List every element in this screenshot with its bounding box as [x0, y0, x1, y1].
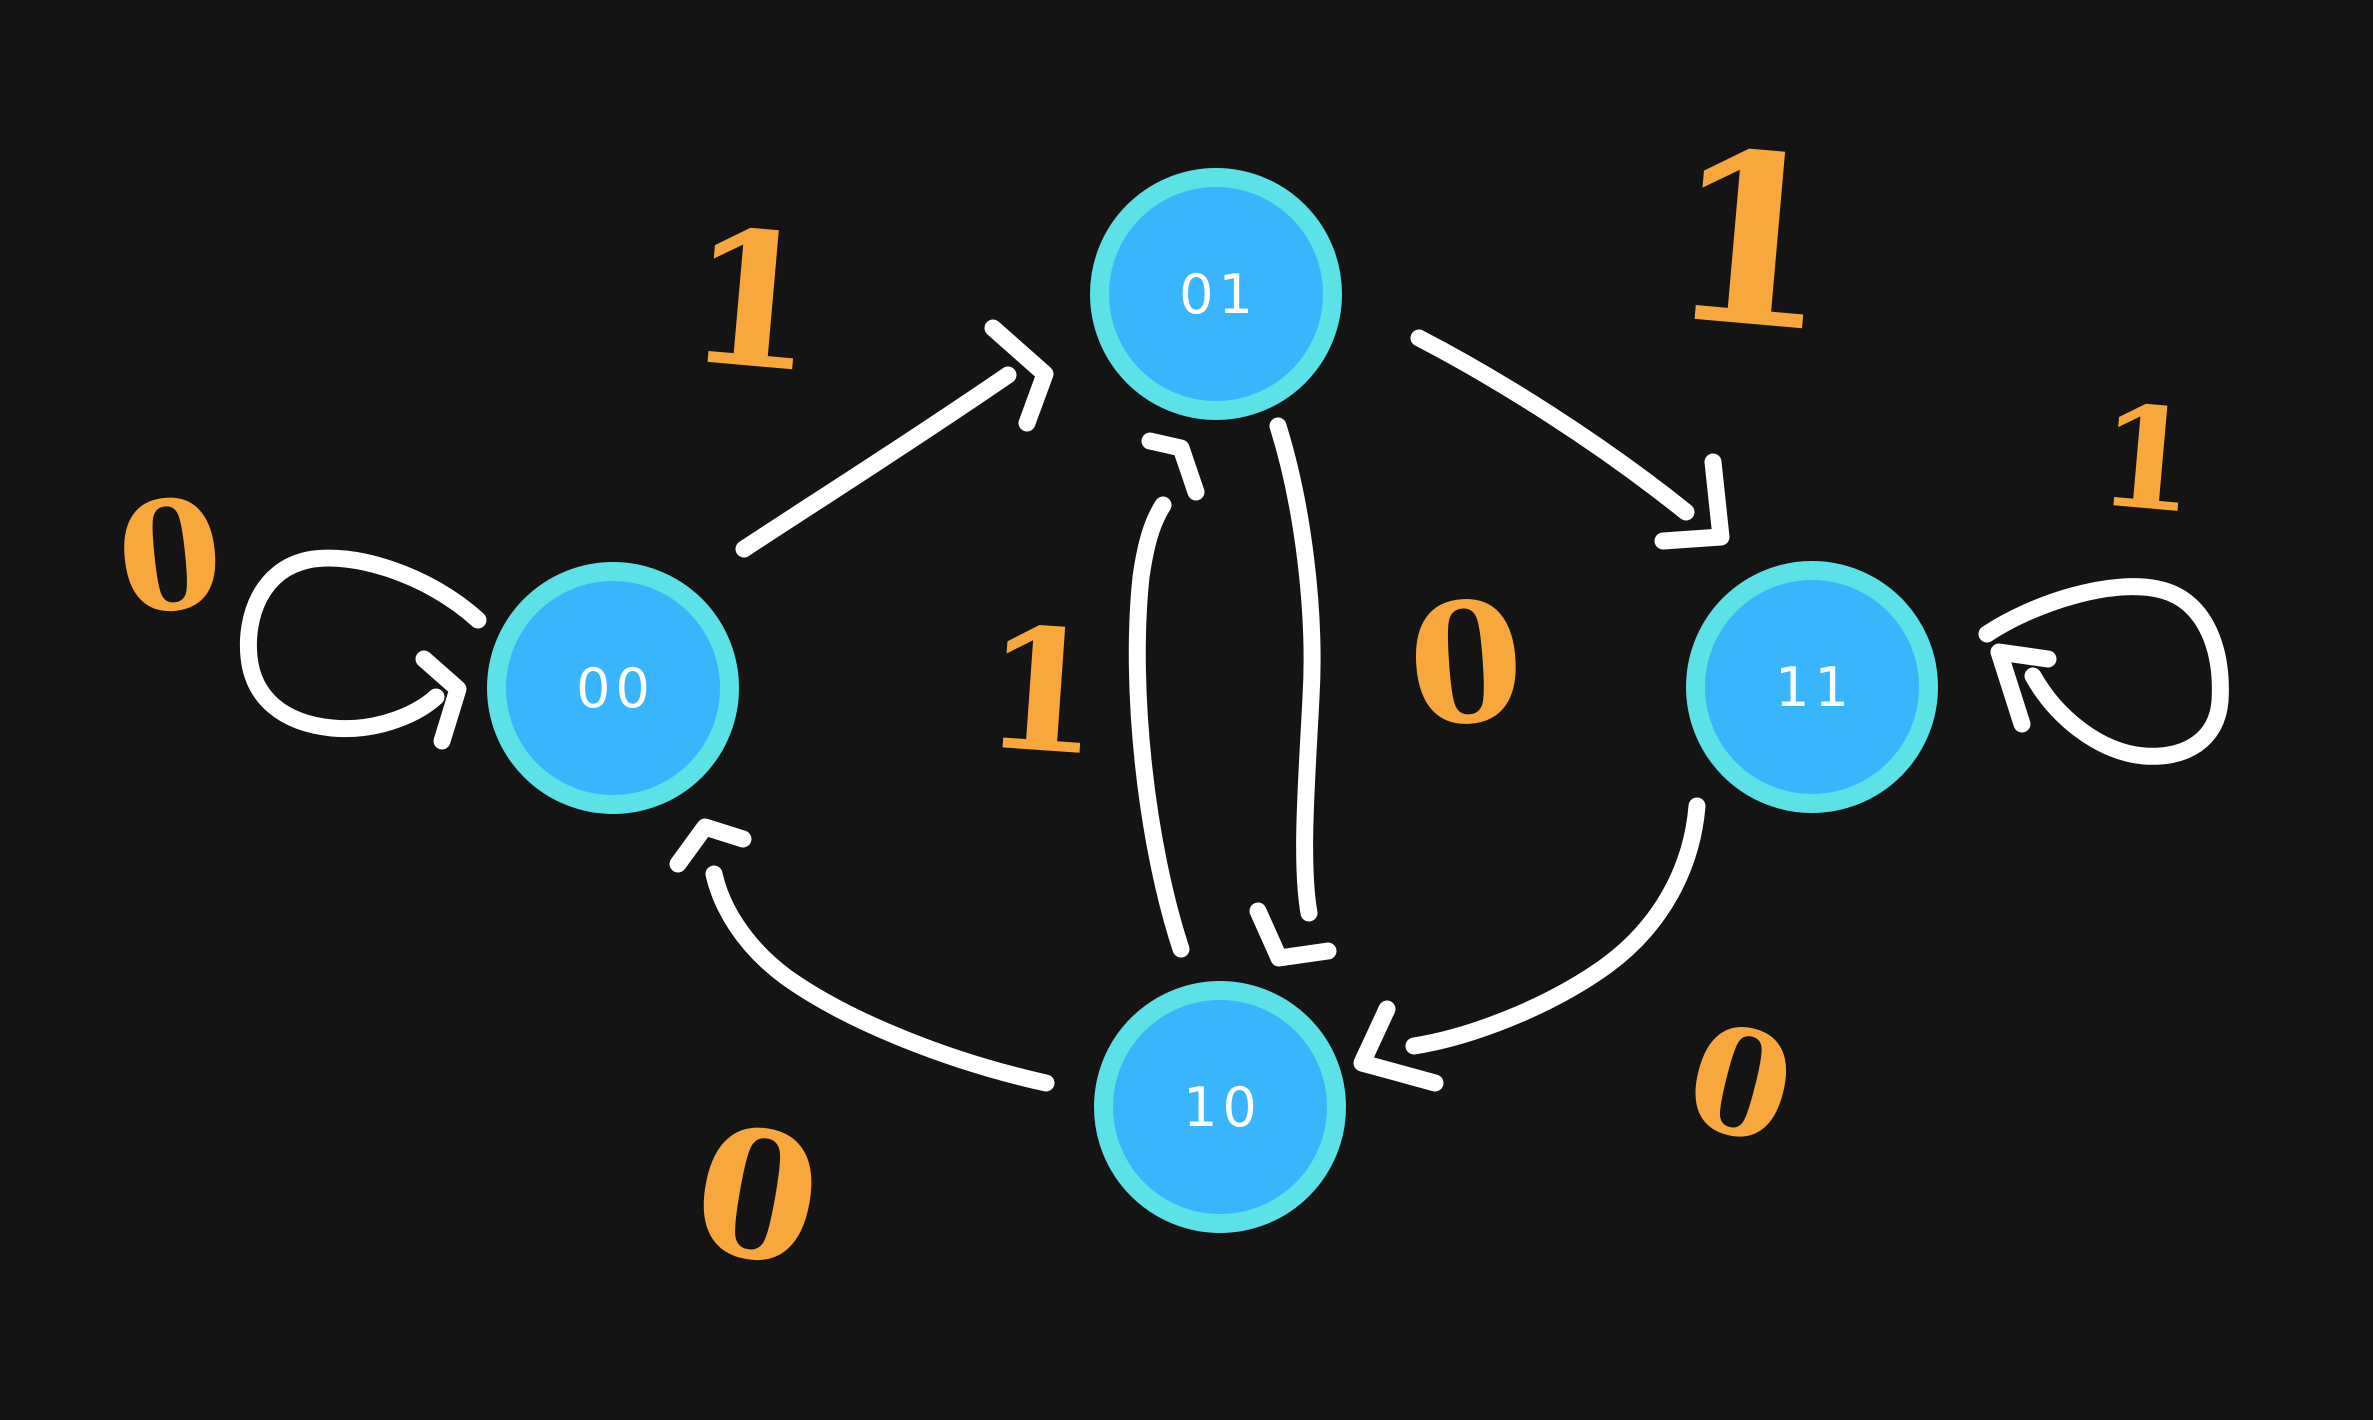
state-label-11: 11 [1775, 655, 1854, 719]
arrowhead-00-01 [984, 319, 1054, 432]
arrowhead-10-01 [1141, 432, 1205, 501]
edge-11-10 [1353, 797, 1706, 1092]
state-label-01: 01 [1179, 262, 1258, 326]
edge-label-00-self: 0 [108, 464, 232, 650]
edge-label-01-11: 1 [1657, 96, 1845, 387]
edge-10-00 [669, 818, 1055, 1092]
edge-label-01-10: 0 [1401, 562, 1530, 765]
state-node-00: 00 [487, 562, 739, 814]
arrowhead-01-10 [1249, 902, 1337, 967]
edge-00-01 [735, 319, 1054, 558]
state-node-11: 11 [1686, 561, 1938, 813]
state-node-01: 01 [1090, 168, 1342, 420]
edge-01-11 [1410, 329, 1730, 550]
arrowhead-10-00 [669, 818, 752, 873]
edge-01-10 [1249, 417, 1337, 967]
state-label-10: 10 [1183, 1075, 1262, 1139]
edge-label-00-01: 1 [678, 186, 826, 415]
state-node-10: 10 [1094, 981, 1346, 1233]
arrowhead-01-11 [1654, 453, 1730, 550]
state-label-00: 00 [576, 656, 655, 720]
edge-11-self-loop [1978, 578, 2229, 765]
edge-00-self-loop [239, 549, 487, 750]
arrowhead-11-10 [1353, 1000, 1444, 1092]
edge-label-11-self: 1 [2091, 374, 2203, 546]
edge-label-10-01: 1 [976, 588, 1108, 794]
arrowhead-00-self [415, 650, 467, 750]
arrowhead-11-self [1990, 643, 2057, 733]
edge-10-01 [1128, 432, 1205, 958]
